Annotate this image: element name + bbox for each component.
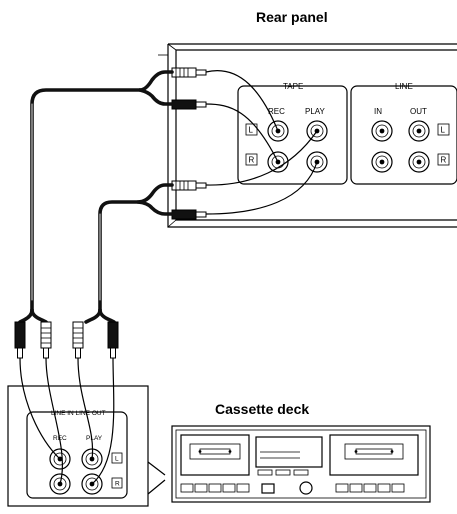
power-button xyxy=(261,483,275,494)
tape-rec-label: REC xyxy=(268,107,285,116)
line-out-l-jack xyxy=(408,120,430,142)
line-in-label: IN xyxy=(374,107,382,116)
cassette-deck-title: Cassette deck xyxy=(215,401,309,417)
rear-panel-title: Rear panel xyxy=(256,9,328,25)
channel-r-box xyxy=(245,153,258,166)
deck-rec-r-jack xyxy=(49,473,71,495)
line-channel-r-label: R xyxy=(441,156,447,165)
left-transport-buttons xyxy=(180,483,250,493)
deck-channel-l-label: L xyxy=(115,456,119,463)
right-transport-buttons xyxy=(335,483,405,493)
left-cassette-door xyxy=(180,434,250,476)
tape-section xyxy=(237,85,348,185)
deck-channel-l-box xyxy=(111,452,123,464)
deck-rear-inset: LINE IN LINE OUT REC PLAY L R xyxy=(7,385,166,507)
tape-play-label: PLAY xyxy=(305,107,326,116)
line-section xyxy=(350,85,457,185)
line-in-l-jack xyxy=(371,120,393,142)
tape-label: TAPE xyxy=(283,82,303,91)
deck-plug-1 xyxy=(14,321,26,359)
cable-to-deck-right xyxy=(98,183,174,312)
line-out-r-jack xyxy=(408,151,430,173)
line-channel-l-box xyxy=(437,123,450,136)
line-channel-r-box xyxy=(437,153,450,166)
tape-rec-l-jack xyxy=(267,120,289,142)
deck-plug-3 xyxy=(72,321,84,359)
cassette-deck-front xyxy=(171,425,431,503)
line-in-line-out-label: LINE IN LINE OUT xyxy=(51,410,106,417)
channel-l-label: L xyxy=(249,126,254,135)
volume-knob xyxy=(299,481,313,495)
line-in-r-jack xyxy=(371,151,393,173)
line-out-label: OUT xyxy=(410,107,427,116)
deck-jack-section xyxy=(26,411,128,499)
deck-plug-2 xyxy=(40,321,52,359)
upper-plug-pair xyxy=(171,67,207,110)
deck-play-label: PLAY xyxy=(86,435,103,442)
cable-to-deck-left xyxy=(30,70,174,312)
right-cassette-door xyxy=(329,434,419,476)
deck-channel-r-box xyxy=(111,477,123,489)
channel-r-label: R xyxy=(249,156,255,165)
deck-plug-4 xyxy=(107,321,119,359)
deck-display xyxy=(255,436,323,468)
line-channel-l-label: L xyxy=(441,126,446,135)
channel-l-box xyxy=(245,123,258,136)
deck-channel-r-label: R xyxy=(115,481,120,488)
line-label: LINE xyxy=(395,82,413,91)
lower-plug-pair xyxy=(171,180,207,220)
